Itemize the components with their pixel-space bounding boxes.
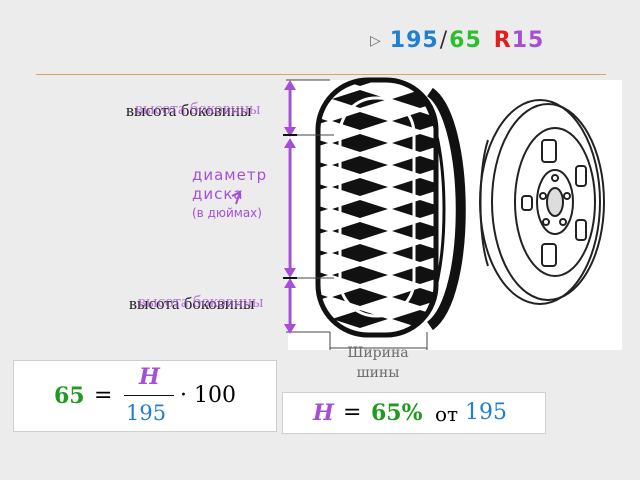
- bullet-icon: ▷: [370, 32, 382, 49]
- rim-diameter-code: 15: [511, 28, 545, 53]
- sidewall-height-label-bottom: высота боковины высота боковины: [129, 292, 264, 313]
- formula2-percent: 65%: [371, 400, 423, 426]
- rim-diameter-label: диаметр диска (в дюймах): [192, 166, 267, 223]
- sidewall-height-label-top: высота боковины высота боковины: [126, 99, 261, 120]
- dimension-arrows: [284, 80, 296, 334]
- tire-icon: [315, 77, 466, 338]
- formula2-h: H: [313, 400, 334, 426]
- formula1-equals: =: [94, 383, 113, 408]
- rim-diameter-label-line3: (в дюймах): [192, 206, 262, 220]
- formula1-denominator: 195: [126, 401, 167, 425]
- rim-diameter-label-line2: диска: [192, 185, 244, 203]
- formula1-lhs: 65: [54, 383, 85, 409]
- formula2-ot: от: [435, 402, 459, 426]
- tire-size-title: ▷ 195 / 65 R 15: [370, 28, 544, 53]
- formula2-equals: =: [343, 400, 362, 425]
- radial-letter: R: [493, 28, 512, 53]
- formula-ratio-box: 65 = H 195 · 100: [13, 360, 277, 432]
- slash: /: [439, 28, 449, 53]
- formula1-times: ·: [180, 383, 187, 408]
- formula1-numerator: H: [139, 364, 160, 390]
- formula1-multiplier: 100: [194, 383, 236, 408]
- cursor-mark-icon: [231, 190, 242, 205]
- formula-height-box: H = 65% от 195: [282, 392, 546, 434]
- tire-width-label: Ширина шины: [347, 345, 409, 381]
- formula2-base: 195: [465, 400, 507, 425]
- rim-diameter-label-line1: диаметр: [192, 166, 268, 184]
- fraction-bar: [124, 395, 174, 396]
- divider-line: [36, 74, 606, 75]
- wheel-rim-icon: [479, 99, 605, 305]
- tire-width-code: 195: [389, 28, 439, 53]
- aspect-ratio-code: 65: [449, 28, 482, 53]
